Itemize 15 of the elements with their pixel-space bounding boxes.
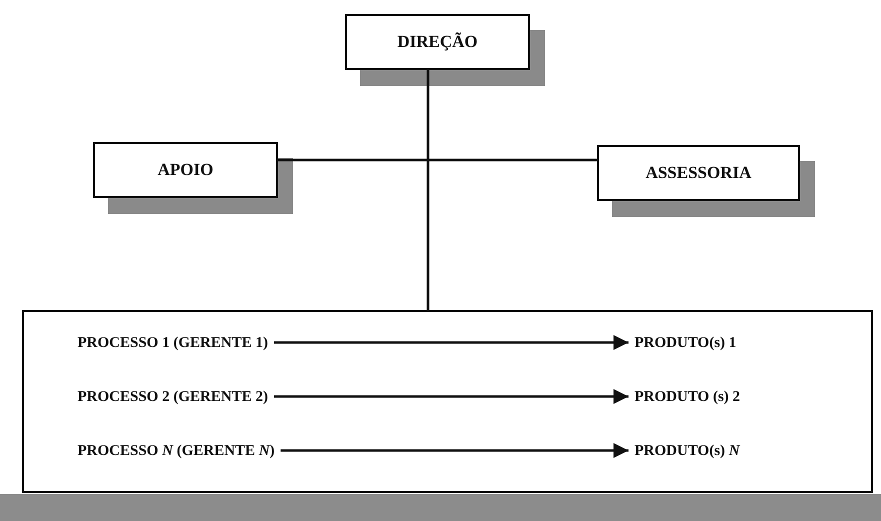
- flow-label: PROCESSO 1 (GERENTE 1): [78, 332, 268, 352]
- org-unit-box: APOIO: [93, 142, 278, 198]
- flow-label: PRODUTO (s) 2: [634, 386, 740, 406]
- arrow: [280, 443, 628, 458]
- arrow: [274, 389, 628, 404]
- org-unit-box: DIREÇÃO: [345, 14, 530, 70]
- org-unit-box: ASSESSORIA: [597, 145, 800, 201]
- flow-label: PROCESSO 2 (GERENTE 2): [78, 386, 268, 406]
- flow-label: PRODUTO(s) 1: [634, 332, 736, 352]
- connector-line: [426, 70, 430, 310]
- flow-label: PRODUTO(s) N: [634, 440, 740, 460]
- connector-line: [278, 158, 597, 162]
- arrow: [274, 335, 628, 350]
- flow-label: PROCESSO N (GERENTE N): [78, 440, 275, 460]
- container-box: [22, 310, 873, 493]
